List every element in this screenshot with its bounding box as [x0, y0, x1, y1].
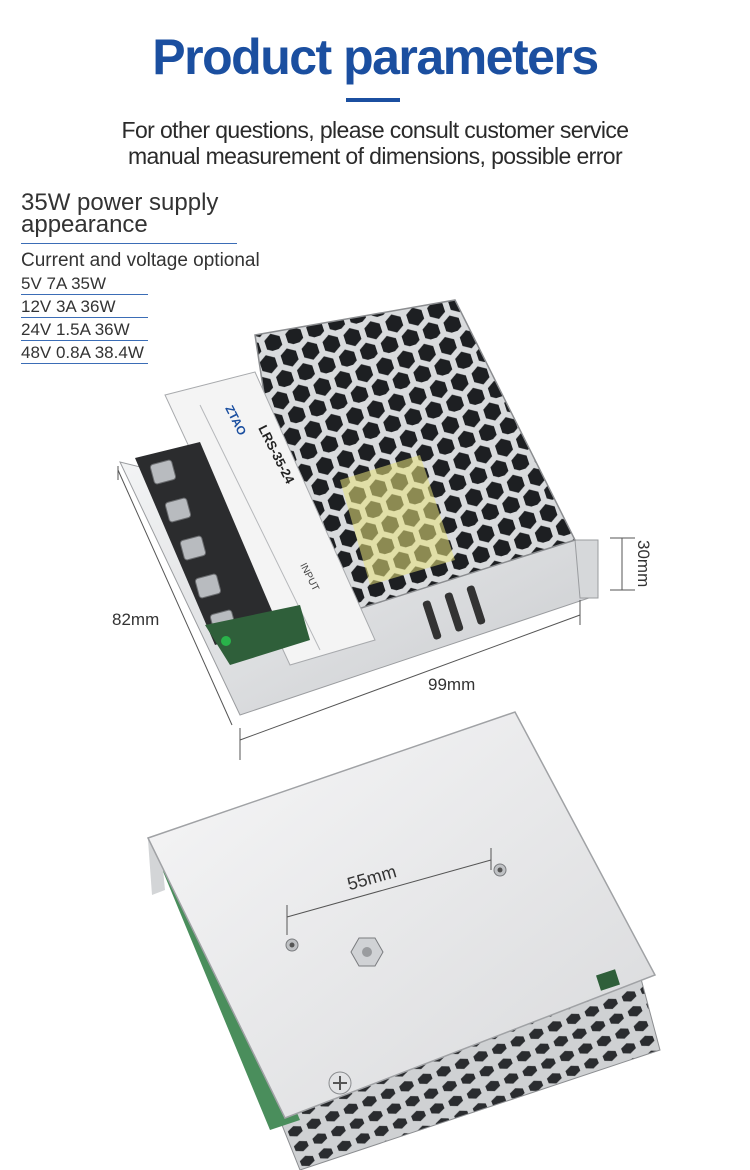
spec-heading-underline	[21, 243, 237, 244]
spec-heading: 35W power supply appearance	[21, 189, 241, 238]
height-dimension-label: 30mm	[634, 540, 653, 588]
subtitle-line-1: For other questions, please consult cust…	[121, 117, 630, 143]
option-underline	[21, 363, 148, 364]
page-title: Product parameters	[152, 29, 599, 85]
spec-heading-line-2: appearance	[21, 211, 148, 238]
power-supply-bottom-view	[146, 711, 661, 1170]
depth-dimension-label: 82mm	[112, 610, 160, 629]
dimension-lines-top	[117, 466, 635, 760]
option-underline	[21, 340, 148, 341]
dimension-lines-bottom	[286, 848, 492, 935]
options-label: Current and voltage optional	[21, 250, 260, 271]
width-dimension-label: 99mm	[428, 675, 476, 694]
option-item: 48V 0.8A 38.4W	[21, 343, 144, 362]
title-underline	[346, 98, 400, 102]
option-underline	[21, 317, 148, 318]
spec-heading-line-1: 35W power supply	[21, 189, 219, 216]
option-underline	[21, 294, 148, 295]
power-supply-top-view: ZTAO LRS-35-24 INPUT	[119, 299, 599, 716]
option-item: 5V 7A 35W	[21, 274, 107, 293]
option-item: 12V 3A 36W	[21, 297, 116, 316]
subtitle-line-2: manual measurement of dimensions, possib…	[127, 143, 623, 169]
option-item: 24V 1.5A 36W	[21, 320, 130, 339]
